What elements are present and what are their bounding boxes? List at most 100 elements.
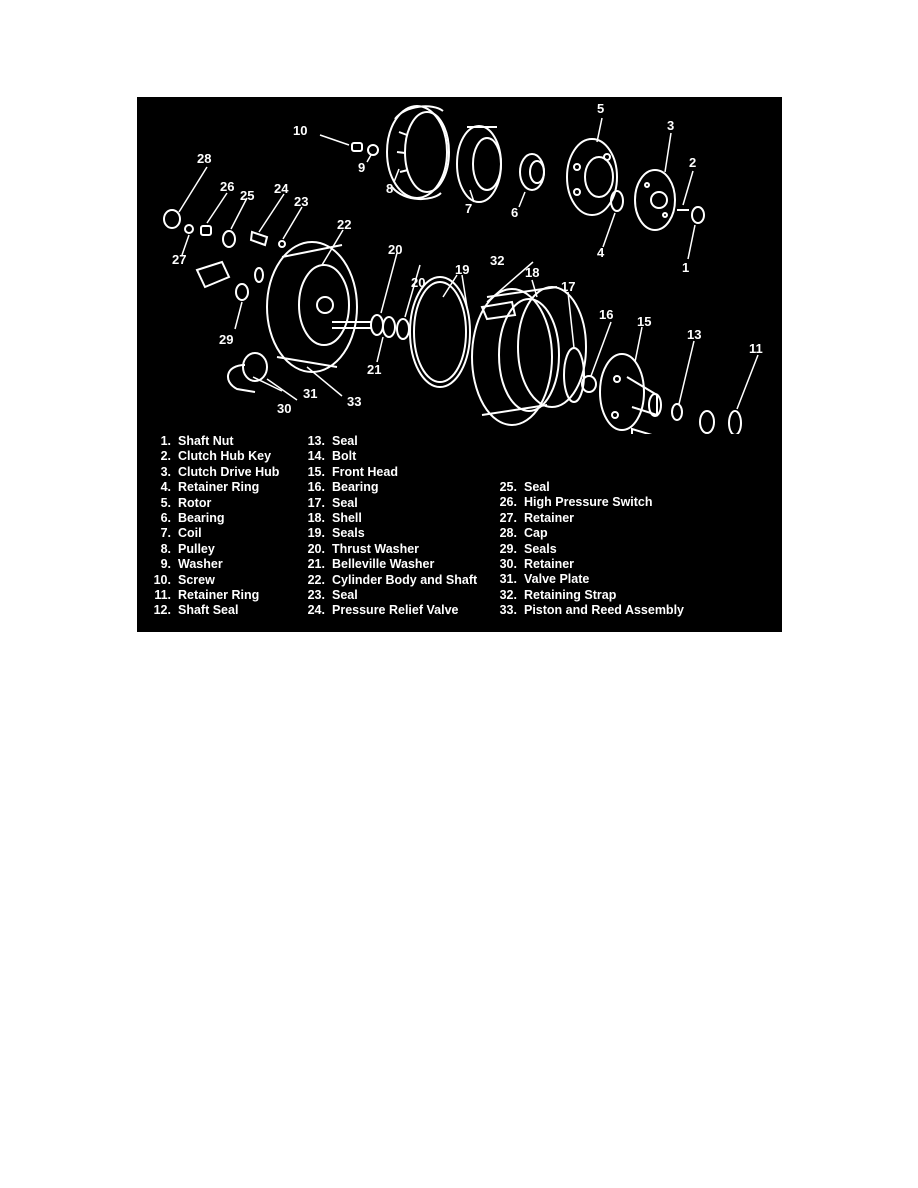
legend-column-2: 13. Seal 14. Bolt 15.Front Head 16.Bearing… (301, 434, 478, 619)
cylinder-body-part (266, 241, 372, 373)
callout-23: 23 (294, 194, 308, 209)
legend-number: 14. (307, 449, 325, 464)
legend-number: 21. (307, 557, 325, 572)
legend-item: 14. Bolt (301, 449, 477, 464)
callout-29: 29 (219, 332, 233, 347)
legend-item: 9. Washer (147, 557, 279, 572)
retainer-ring-front-part (728, 410, 742, 434)
callout-8: 8 (386, 181, 393, 196)
legend-label: Seals (332, 526, 365, 541)
clutch-drive-hub-part (634, 169, 676, 231)
legend-label: Retaining Strap (524, 587, 617, 602)
legend-item: 30. Retainer (493, 557, 684, 572)
callout-10: 10 (293, 123, 307, 138)
legend-number: 4. (160, 480, 171, 495)
legend-label: Shaft Nut (178, 434, 234, 448)
legend-item: 31. Valve Plate (493, 572, 684, 587)
legend-number: 22. (307, 572, 325, 587)
legend-number: 9. (160, 557, 171, 572)
callout-5: 5 (597, 101, 604, 116)
legend-number: 18. (307, 510, 325, 525)
legend-item: 20. Thrust Washer (301, 542, 477, 557)
legend-label: Bolt (332, 449, 357, 464)
callout-16: 16 (599, 307, 613, 322)
legend-number: 17. (307, 495, 325, 510)
legend-item: 10.Screw (147, 573, 279, 588)
pulley-part (386, 105, 450, 200)
screw-washer-parts (351, 142, 379, 156)
head-bearing-part (581, 375, 597, 393)
shell-seals-part (409, 276, 471, 388)
callout-28: 28 (197, 151, 211, 166)
callout-3: 3 (667, 118, 674, 133)
legend-item: 6.Bearing (147, 511, 279, 526)
callout-27: 27 (172, 252, 186, 267)
callout-labels: 1 2 3 4 5 6 7 8 9 10 11 12 13 14 15 16 1… (172, 101, 763, 416)
legend-number: 30. (499, 556, 517, 571)
shaft-nut-part (691, 206, 705, 224)
callout-15: 15 (637, 314, 651, 329)
legend-item: 5.Rotor (147, 496, 279, 511)
legend-item: 16.Bearing (301, 480, 477, 495)
legend-number: 31. (499, 572, 517, 587)
retainer-ring-part (610, 190, 624, 212)
legend-label: Rotor (178, 495, 212, 510)
callout-17: 17 (561, 279, 575, 294)
legend-item: 13. Seal (301, 434, 477, 449)
legend-number: 13. (307, 434, 325, 448)
callout-2: 2 (689, 155, 696, 170)
legend-item: 11.Retainer Ring (147, 588, 279, 603)
legend-item: 15.Front Head (301, 465, 477, 480)
callout-33: 33 (347, 394, 361, 409)
legend-label: Clutch Hub Key (178, 449, 272, 464)
legend-item: 7.Coil (147, 526, 279, 541)
leader-lines (178, 117, 759, 410)
legend-label: Valve Plate (524, 572, 590, 587)
legend-label: Bearing (178, 510, 225, 525)
legend-number: 1. (160, 434, 171, 448)
callout-18: 18 (525, 265, 539, 280)
legend-item: 27.Retainer (493, 511, 684, 526)
compressor-exploded-diagram: 1 2 3 4 5 6 7 8 9 10 11 12 13 14 15 16 1… (163, 101, 763, 434)
legend-item: 1. Shaft Nut (147, 434, 279, 449)
legend-item: 23. Seal (301, 588, 477, 603)
callout-4: 4 (597, 245, 605, 260)
callout-20b: 20 (411, 275, 425, 290)
legend-item: 29.Seals (493, 542, 684, 557)
legend-number: 19. (307, 526, 325, 541)
bearing-part (519, 153, 545, 191)
callout-6: 6 (511, 205, 518, 220)
legend-label: Seal (332, 495, 358, 510)
legend-label: Retainer (524, 556, 575, 571)
legend-column-3: 25.Seal 26.High Pressure Switch 27.Retai… (493, 480, 684, 619)
legend-item: 24.Pressure Relief Valve (301, 603, 477, 618)
legend-label: Seal (332, 434, 358, 448)
legend-label: Retainer (524, 510, 575, 525)
legend-item: 25.Seal (493, 480, 684, 495)
parts-legend: 1.Shaft Nut 2.Clutch Hub Key 3.Clutch Dr… (137, 434, 782, 624)
legend-label: Seal (332, 587, 358, 602)
legend-label: Washer (178, 557, 223, 572)
legend-number: 26. (499, 495, 517, 510)
legend-item: 21.Belleville Washer (301, 557, 477, 572)
legend-number: 20. (307, 541, 325, 556)
legend-item: 32. Retaining Strap (493, 588, 684, 603)
legend-number: 23. (307, 587, 325, 602)
shaft-seal-part (699, 410, 715, 434)
legend-number: 8. (160, 541, 171, 556)
callout-32: 32 (490, 253, 504, 268)
legend-item: 22.Cylinder Body and Shaft (301, 572, 478, 588)
callout-9: 9 (358, 160, 365, 175)
legend-item: 18.Shell (301, 511, 477, 526)
legend-label: Bearing (332, 480, 379, 495)
legend-label: Seal (524, 480, 550, 494)
legend-item: 8.Pulley (147, 542, 279, 557)
legend-number: 32. (499, 587, 517, 602)
legend-label: Screw (178, 572, 215, 587)
legend-label: Front Head (332, 464, 398, 479)
legend-label: Retainer Ring (178, 587, 260, 602)
legend-item: 26.High Pressure Switch (493, 495, 684, 510)
legend-item: 19. Seals (301, 526, 477, 541)
legend-label: Thrust Washer (332, 541, 420, 556)
legend-item: 3.Clutch Drive Hub (147, 465, 280, 480)
